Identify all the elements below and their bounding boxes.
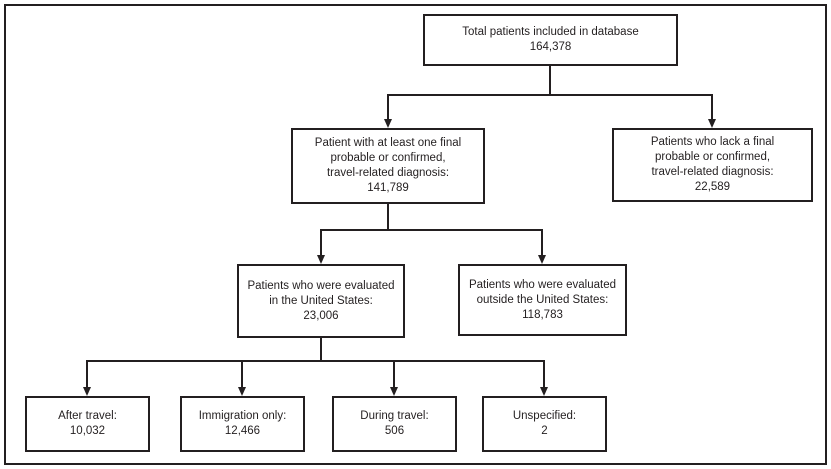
arrowhead-down-icon [83, 387, 91, 396]
node-value: 22,589 [694, 181, 731, 193]
arrowhead-down-icon [390, 387, 398, 396]
node-unspecified: Unspecified: 2 [482, 396, 607, 452]
connector-line [549, 66, 551, 96]
node-value: 2 [541, 425, 548, 437]
node-final-diagnosis: Patient with at least one final probable… [291, 128, 485, 204]
arrowhead-down-icon [540, 387, 548, 396]
connector-line [387, 204, 389, 231]
connector-line [393, 360, 395, 388]
arrowhead-down-icon [238, 387, 246, 396]
connector-line [86, 360, 545, 362]
node-label: in the United States: [269, 294, 373, 307]
node-label: Patients who lack a final [650, 136, 775, 148]
node-value: 12,466 [224, 425, 261, 437]
connector-line [387, 94, 713, 96]
node-label: outside the United States: [476, 293, 609, 306]
arrowhead-down-icon [538, 255, 546, 264]
node-evaluated-in-us: Patients who were evaluated in the Unite… [237, 264, 405, 338]
connector-line [86, 360, 88, 388]
node-label: Total patients included in database [462, 26, 639, 38]
node-label: Unspecified: [512, 410, 577, 422]
connector-line [320, 229, 322, 256]
node-total-patients: Total patients included in database 164,… [423, 14, 678, 66]
node-label: travel-related diagnosis: [326, 167, 450, 179]
connector-line [711, 94, 713, 120]
node-value: 10,032 [69, 425, 106, 437]
connector-line [541, 229, 543, 256]
node-value: 164,378 [529, 41, 572, 53]
node-label: probable or confirmed, [654, 151, 771, 163]
node-label: probable or confirmed, [330, 152, 446, 164]
arrowhead-down-icon [708, 119, 716, 128]
node-label: Immigration only: [198, 410, 287, 422]
node-label: After travel: [58, 410, 117, 422]
node-label: Patients who were evaluated [247, 279, 395, 292]
node-label: travel-related diagnosis: [651, 166, 774, 178]
connector-line [543, 360, 545, 388]
connector-line [387, 94, 389, 120]
node-evaluated-outside-us: Patients who were evaluated outside the … [458, 264, 627, 336]
node-label: Patients who were evaluated [468, 278, 617, 291]
node-value: 506 [384, 425, 405, 437]
node-immigration-only: Immigration only: 12,466 [180, 396, 305, 452]
connector-line [320, 338, 322, 362]
node-lack-diagnosis: Patients who lack a final probable or co… [612, 128, 813, 202]
node-after-travel: After travel: 10,032 [25, 396, 150, 452]
node-value: 23,006 [303, 309, 339, 322]
arrowhead-down-icon [384, 119, 392, 128]
node-label: During travel: [360, 410, 429, 422]
connector-line [241, 360, 243, 388]
arrowhead-down-icon [317, 255, 325, 264]
node-label: Patient with at least one final [314, 137, 462, 149]
node-value: 141,789 [367, 182, 409, 194]
node-value: 118,783 [522, 308, 563, 321]
connector-line [320, 229, 543, 231]
node-during-travel: During travel: 506 [332, 396, 457, 452]
figure-border [4, 4, 827, 465]
